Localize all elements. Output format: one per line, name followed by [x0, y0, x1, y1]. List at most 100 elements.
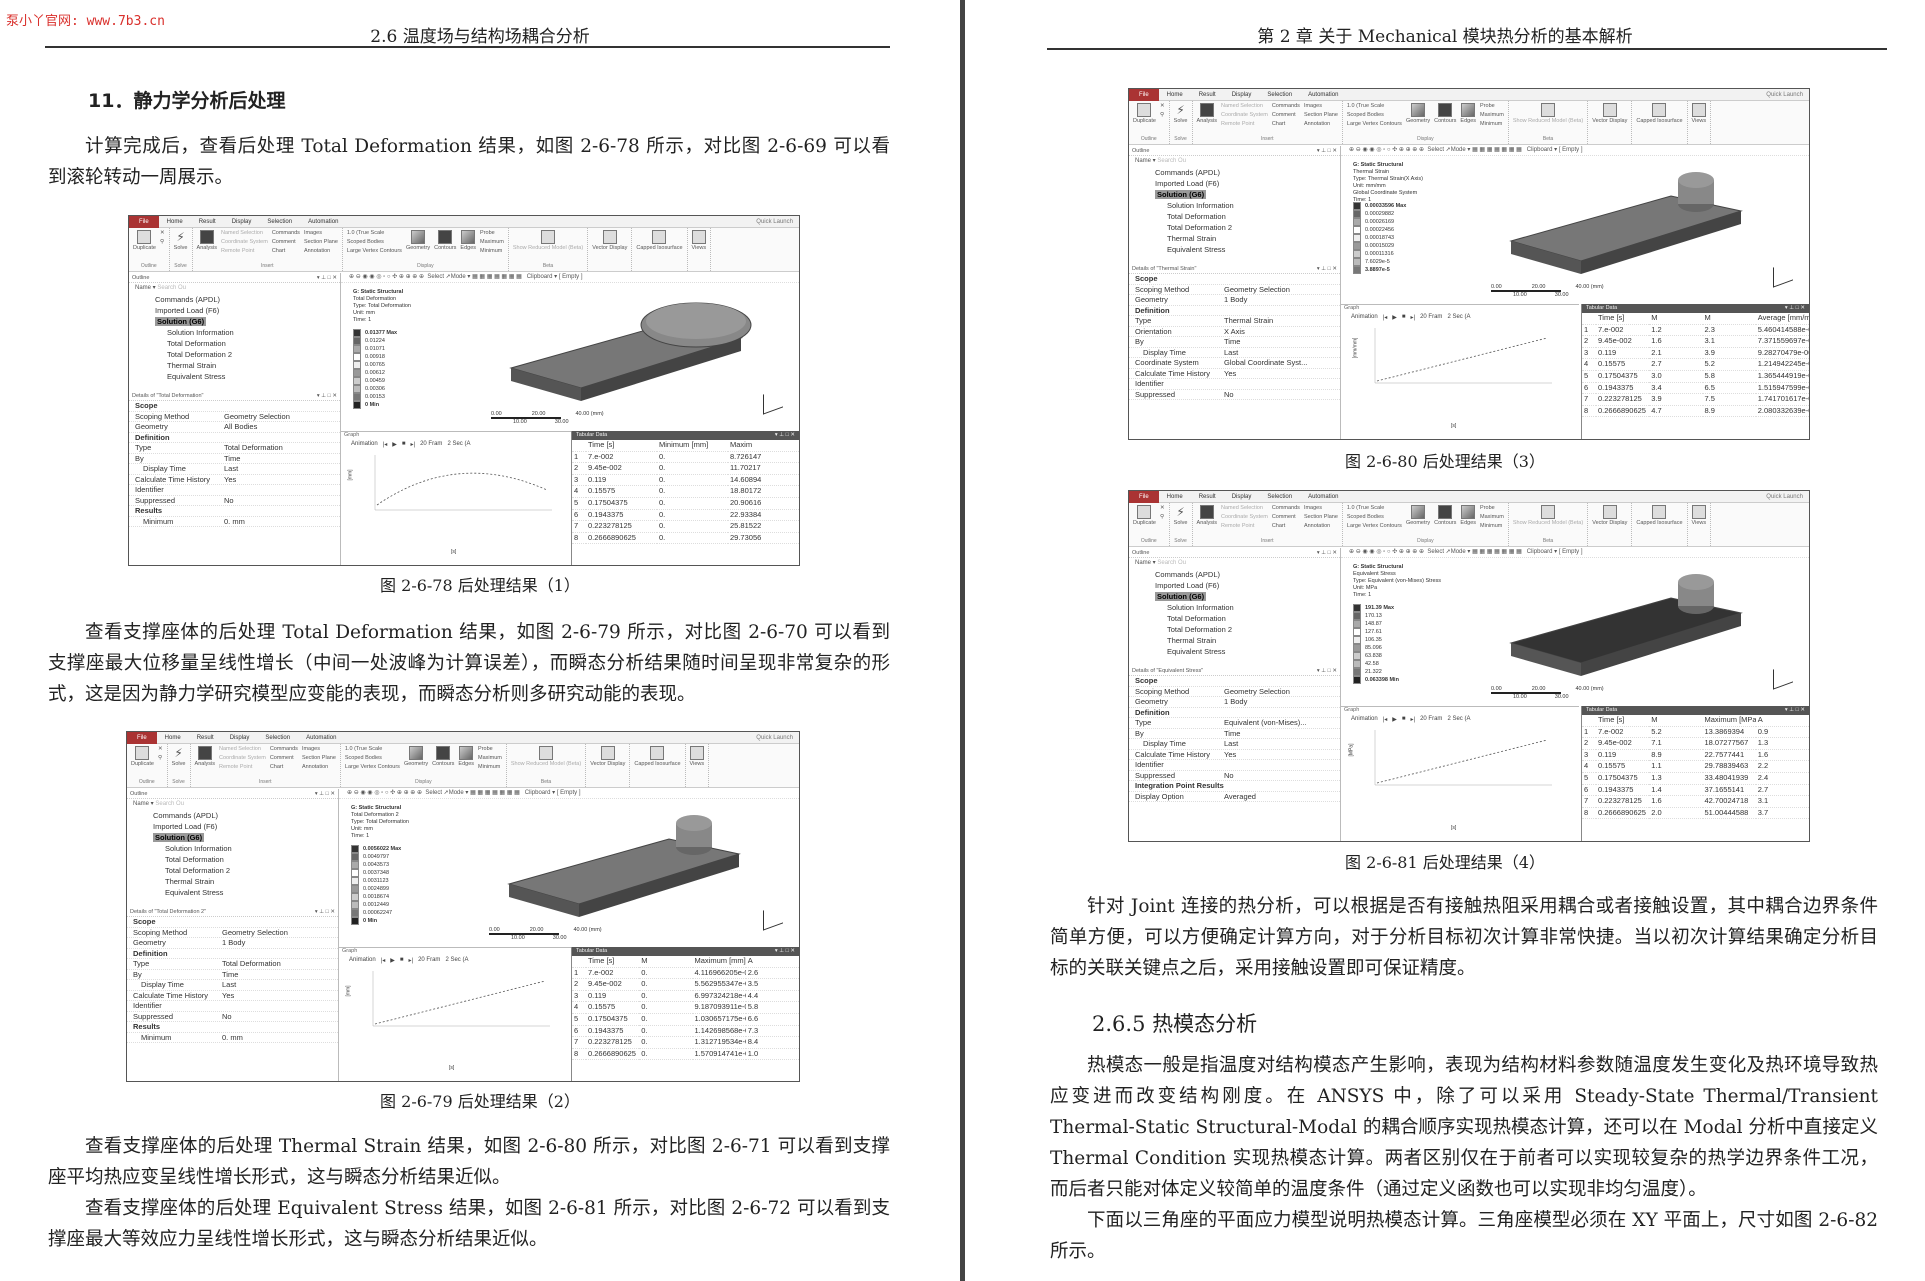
- tab-selection[interactable]: Selection: [1267, 493, 1293, 500]
- coordinate-system-button[interactable]: Coordinate System: [221, 239, 268, 245]
- play-icon[interactable]: ▶: [390, 957, 395, 964]
- annotation-button[interactable]: Annotation: [301, 764, 329, 770]
- details-group-header[interactable]: Scope: [129, 401, 340, 412]
- column-header[interactable]: Maximum [MPa]: [1702, 715, 1756, 727]
- prev-frame-icon[interactable]: |◂: [1382, 314, 1388, 321]
- analysis-button[interactable]: Analysis: [1197, 505, 1217, 526]
- tree-item-thermal-strain[interactable]: Thermal Strain: [1167, 234, 1217, 243]
- column-header[interactable]: M: [1702, 313, 1756, 325]
- tree-item-solution-information[interactable]: Solution Information: [1167, 201, 1234, 210]
- tab-selection[interactable]: Selection: [265, 734, 291, 741]
- tab-file[interactable]: File: [129, 216, 159, 228]
- name-filter-dropdown[interactable]: Name: [1135, 560, 1152, 566]
- pane-controls-icon[interactable]: ▾ ⊥ □ ✕: [774, 432, 795, 438]
- tab-display[interactable]: Display: [229, 734, 250, 741]
- maximum-button[interactable]: Maximum: [478, 755, 502, 761]
- column-header[interactable]: Time [s]: [586, 440, 657, 452]
- remote-point-button[interactable]: Remote Point: [221, 248, 255, 254]
- stop-icon[interactable]: ■: [399, 957, 404, 963]
- play-icon[interactable]: ▶: [392, 441, 397, 448]
- details-group-header[interactable]: Definition: [1129, 708, 1340, 718]
- edges-button[interactable]: Edges: [1460, 103, 1476, 124]
- minimum-button[interactable]: Minimum: [1480, 523, 1503, 529]
- chart-button[interactable]: Chart: [1271, 523, 1286, 529]
- graphics-viewport[interactable]: G: Static Structural Total Deformation T…: [341, 283, 799, 431]
- maximum-button[interactable]: Maximum: [480, 239, 504, 245]
- scale-dropdown[interactable]: 1.0 (True Scale: [1346, 103, 1385, 109]
- pane-controls-icon[interactable]: ▾ ⊥ □ ✕: [1316, 147, 1337, 154]
- tab-result[interactable]: Result: [1198, 493, 1216, 500]
- maximum-button[interactable]: Maximum: [1480, 112, 1504, 118]
- duration-dropdown[interactable]: 2 Sec (A: [1447, 716, 1471, 722]
- geometry-button[interactable]: Geometry: [1406, 505, 1430, 526]
- tree-item-total-deformation[interactable]: Total Deformation: [1167, 614, 1226, 623]
- details-row[interactable]: Identifier: [1129, 379, 1340, 390]
- named-selection-button[interactable]: Named Selection: [221, 230, 263, 236]
- next-frame-icon[interactable]: ▸|: [408, 957, 414, 964]
- section-plane-button[interactable]: Section Plane: [1303, 514, 1338, 520]
- quick-launch-input[interactable]: Quick Launch: [756, 218, 793, 225]
- chart-button[interactable]: Chart: [269, 764, 284, 770]
- frames-dropdown[interactable]: 20 Fram: [418, 957, 441, 963]
- chart-button[interactable]: Chart: [1271, 121, 1286, 127]
- close-icon[interactable]: ✕: [157, 746, 163, 752]
- duplicate-button[interactable]: Duplicate: [133, 230, 156, 251]
- play-icon[interactable]: ▶: [1392, 314, 1397, 321]
- tree-item-commands[interactable]: Commands (APDL): [155, 295, 221, 304]
- coordinate-system-button[interactable]: Coordinate System: [219, 755, 266, 761]
- scale-dropdown[interactable]: 1.0 (True Scale: [344, 746, 383, 752]
- column-header[interactable]: Time [s]: [1596, 715, 1650, 727]
- tab-automation[interactable]: Automation: [308, 218, 339, 225]
- tab-automation[interactable]: Automation: [306, 734, 337, 741]
- section-plane-button[interactable]: Section Plane: [301, 755, 336, 761]
- frames-dropdown[interactable]: 20 Fram: [1420, 314, 1443, 320]
- contours-button[interactable]: Contours: [1434, 103, 1456, 124]
- minimum-button[interactable]: Minimum: [1480, 121, 1503, 127]
- minimum-button[interactable]: Minimum: [478, 764, 501, 770]
- remote-point-button[interactable]: Remote Point: [219, 764, 253, 770]
- prev-frame-icon[interactable]: |◂: [380, 957, 386, 964]
- annotation-button[interactable]: Annotation: [303, 248, 331, 254]
- tree-item-solution-information[interactable]: Solution Information: [1167, 603, 1234, 612]
- capped-isosurface-button[interactable]: Capped Isosurface: [1636, 103, 1683, 124]
- chart-button[interactable]: Chart: [271, 248, 286, 254]
- tree-item-total-deformation[interactable]: Total Deformation: [165, 855, 224, 864]
- tab-selection[interactable]: Selection: [267, 218, 293, 225]
- probe-button[interactable]: Probe: [478, 746, 493, 752]
- search-icon[interactable]: ⚲: [1159, 514, 1164, 520]
- vector-display-button[interactable]: Vector Display: [1592, 103, 1627, 124]
- capped-isosurface-button[interactable]: Capped Isosurface: [1636, 505, 1683, 526]
- column-header[interactable]: Time [s]: [586, 956, 640, 968]
- edges-button[interactable]: Edges: [458, 746, 474, 767]
- column-header[interactable]: A: [745, 956, 799, 968]
- search-icon[interactable]: ⚲: [1159, 112, 1164, 118]
- tree-item-solution-information[interactable]: Solution Information: [167, 328, 234, 337]
- pane-controls-icon[interactable]: ▾ ⊥ □ ✕: [1316, 667, 1337, 674]
- pane-controls-icon[interactable]: ▾ ⊥ □ ✕: [314, 908, 335, 915]
- clipboard-button[interactable]: Clipboard: [1526, 147, 1553, 153]
- column-header[interactable]: Maximum [mm]: [692, 956, 746, 968]
- tab-home[interactable]: Home: [166, 218, 183, 225]
- tree-item-total-deformation-2[interactable]: Total Deformation 2: [1167, 625, 1233, 634]
- pane-controls-icon[interactable]: ▾ ⊥ □ ✕: [316, 392, 337, 399]
- scoped-bodies-dropdown[interactable]: Scoped Bodies: [346, 239, 384, 245]
